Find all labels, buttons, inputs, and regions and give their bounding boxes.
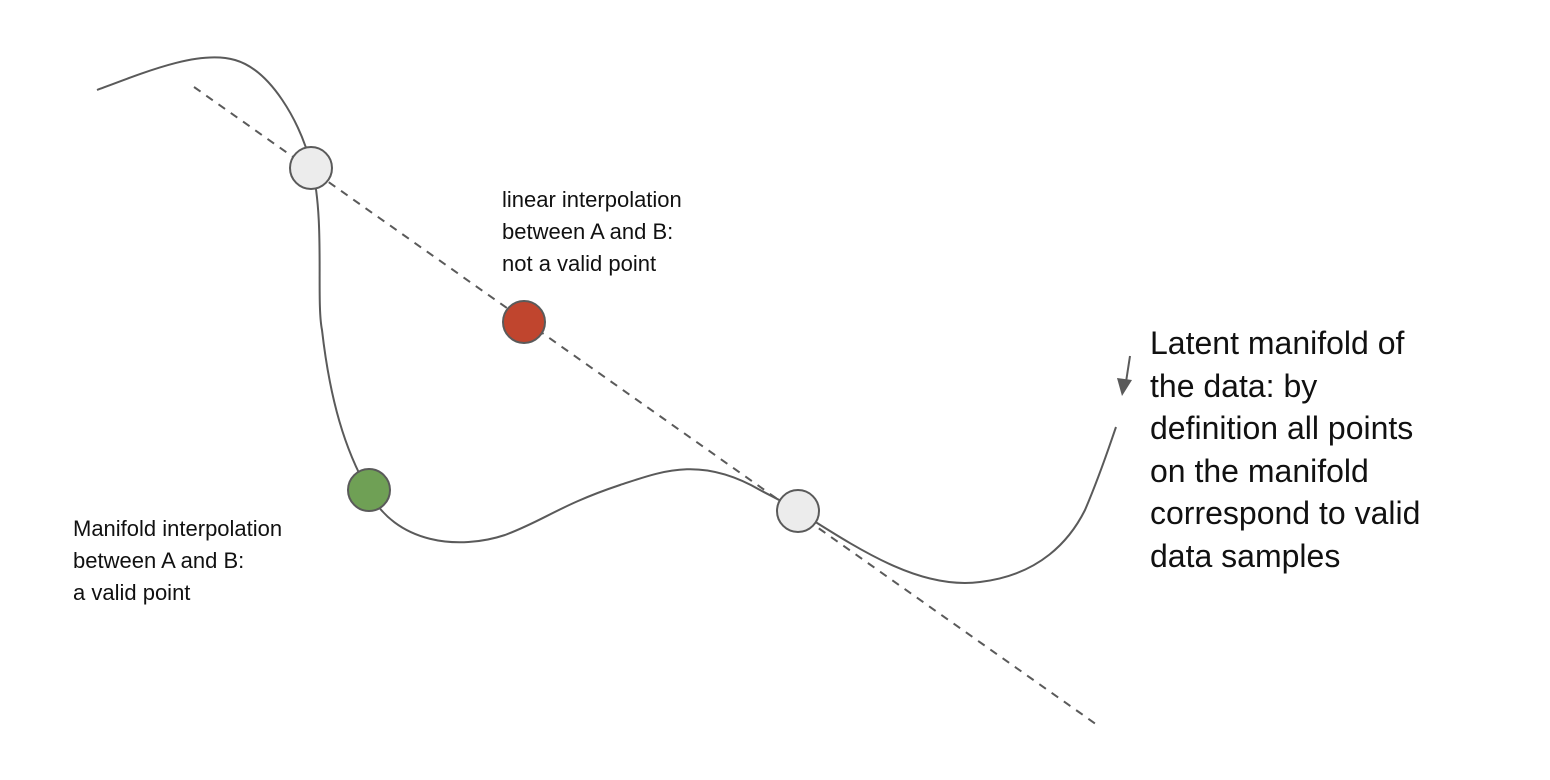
label-line: on the manifold	[1150, 452, 1369, 489]
label-line: Manifold interpolation	[73, 516, 283, 541]
label-line: linear interpolation	[502, 187, 682, 212]
label-line: definition all points	[1150, 410, 1414, 446]
label-line: between A and B:	[502, 219, 674, 244]
manifold-interpolation-label: Manifold interpolation between A and B: …	[73, 513, 282, 609]
linear-interpolation-label: linear interpolation between A and B: no…	[502, 184, 682, 280]
linear-interpolation-point	[502, 300, 546, 344]
endpoint-a	[289, 146, 333, 190]
label-line: data samples	[1150, 537, 1341, 574]
annotation-arrow-shaft	[1125, 355, 1131, 383]
latent-manifold-curve	[96, 56, 1117, 584]
label-line: correspond to valid	[1150, 495, 1421, 531]
latent-manifold-label: Latent manifold of the data: by definiti…	[1150, 322, 1420, 577]
label-line: the data: by	[1150, 367, 1318, 404]
label-line: between A and B:	[73, 548, 245, 573]
endpoint-b	[776, 489, 820, 533]
label-line: Latent manifold of	[1150, 325, 1405, 361]
annotation-arrow-head	[1117, 378, 1132, 396]
label-line: not a valid point	[502, 251, 657, 276]
manifold-interpolation-point	[347, 468, 391, 512]
label-line: a valid point	[73, 580, 191, 605]
linear-interpolation-line	[193, 86, 1101, 728]
